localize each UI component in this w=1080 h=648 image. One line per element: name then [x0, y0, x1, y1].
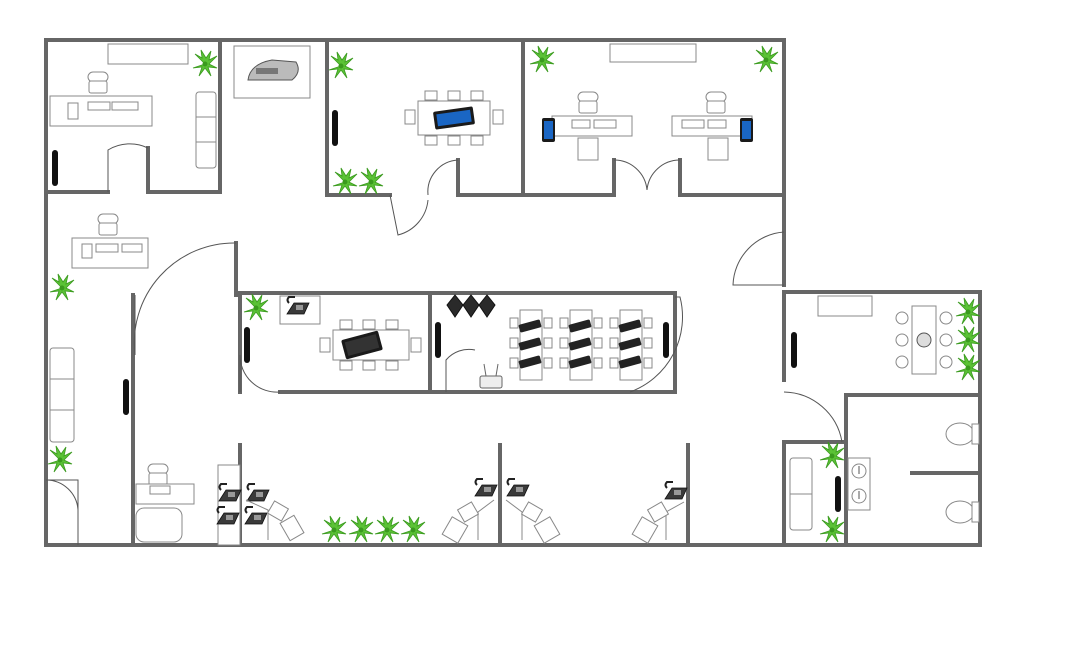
training-room — [435, 294, 669, 389]
plant-icon — [47, 445, 73, 473]
projector-room — [233, 45, 311, 99]
wall-light-icon — [332, 110, 338, 146]
chair-icon — [266, 500, 290, 522]
plant-icon — [819, 515, 845, 543]
chair-icon — [441, 516, 469, 544]
phone-icon — [474, 478, 498, 497]
plant-icon — [374, 515, 400, 543]
cubicles-left — [216, 483, 305, 542]
plant-icon — [321, 515, 347, 543]
conference-room-top — [328, 51, 504, 195]
chair-icon — [577, 91, 599, 114]
plant-icon — [529, 45, 555, 73]
wall-light-icon — [244, 327, 250, 363]
phone-icon — [506, 478, 530, 497]
tablet-icon — [341, 330, 383, 360]
walls — [44, 38, 982, 547]
wall-light-icon — [663, 322, 669, 358]
chair-icon — [135, 507, 183, 543]
chair-icon — [533, 516, 561, 544]
meeting-room-center — [243, 293, 422, 371]
plants-row — [321, 515, 426, 543]
sofa-icon — [195, 91, 217, 169]
chair-icon — [646, 501, 670, 523]
plant-icon — [332, 167, 358, 195]
plant-icon — [49, 273, 75, 301]
chair-icon — [520, 501, 544, 523]
chair-icon — [319, 319, 422, 371]
chair-icon — [404, 90, 504, 146]
phone-icon — [246, 483, 270, 502]
whiteboard — [817, 295, 873, 317]
desk-icon — [49, 95, 153, 127]
boardroom-right — [791, 295, 981, 381]
plant-icon — [192, 49, 218, 77]
chair-icon — [97, 213, 119, 236]
chair-icon — [147, 463, 169, 486]
cubicles-right — [631, 481, 688, 544]
chair-icon — [895, 311, 953, 369]
toilet-icon — [945, 500, 980, 524]
doors — [45, 143, 843, 545]
plant-icon — [955, 297, 981, 325]
phone-icon — [664, 481, 688, 500]
plant-icon — [819, 441, 845, 469]
chair-icon — [705, 91, 727, 114]
desk-icon — [551, 115, 633, 137]
office-two-desks — [529, 43, 779, 161]
office-top-left — [49, 43, 218, 186]
plant-icon — [955, 353, 981, 381]
toilet-icon — [945, 422, 980, 446]
whiteboard — [107, 43, 189, 65]
plant-icon — [328, 51, 354, 79]
wall-light-icon — [791, 332, 797, 368]
chair-icon — [631, 516, 659, 544]
cubicles-mid — [441, 478, 561, 544]
plant-icon — [753, 45, 779, 73]
plant-icon — [955, 325, 981, 353]
sofa-icon — [49, 347, 75, 443]
plant-icon — [358, 167, 384, 195]
office-bottom-left — [135, 463, 241, 546]
phone-icon — [916, 332, 932, 348]
wall-light-icon — [435, 322, 441, 358]
reception-left — [47, 213, 149, 473]
plant-icon — [348, 515, 374, 543]
plant-icon — [243, 293, 269, 321]
wall-light-icon — [123, 379, 129, 415]
chair-icon — [279, 514, 305, 542]
chair-icon — [87, 71, 109, 94]
wall-light-icon — [52, 150, 58, 186]
plant-icon — [400, 515, 426, 543]
phone-icon — [244, 506, 268, 525]
restrooms — [789, 422, 980, 543]
tablet-icon — [433, 106, 475, 130]
whiteboard — [609, 43, 697, 63]
wall-light-icon — [835, 476, 841, 512]
chair-icon — [456, 501, 480, 523]
wall-light-icon — [446, 294, 496, 318]
router-icon — [479, 363, 503, 389]
